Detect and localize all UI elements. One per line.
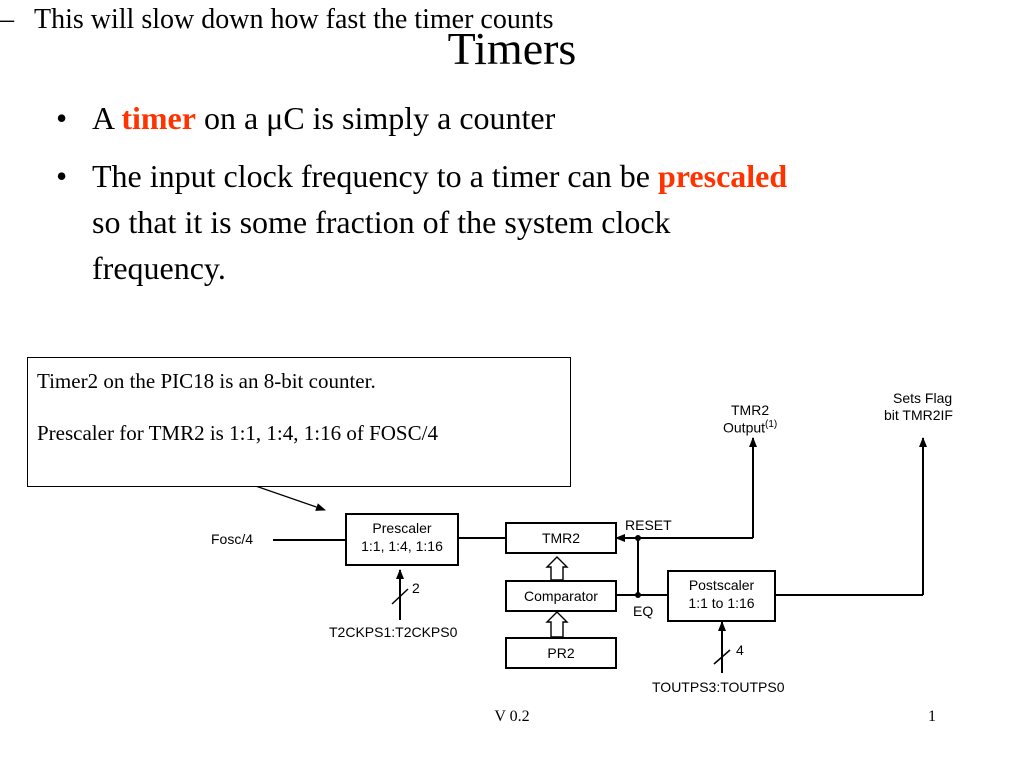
fosc-input-label: Fosc/4 — [211, 531, 254, 547]
pr2-register: PR2 — [505, 637, 617, 669]
junction-dot — [635, 535, 641, 541]
sub-bullet-text: This will slow down how fast the timer c… — [34, 4, 554, 35]
eq-label: EQ — [633, 603, 654, 619]
footer-version: V 0.2 — [494, 708, 530, 725]
footnote-marker: (1) — [765, 419, 778, 430]
bullet-text-part: A — [92, 100, 122, 136]
junction-dot — [635, 592, 641, 598]
prescaler-title: Prescaler — [372, 520, 432, 536]
bullet-text-part: The input clock frequency to a timer can… — [92, 158, 658, 194]
tmr2-register: TMR2 — [505, 522, 617, 554]
prescaler-block: Prescaler 1:1, 1:4, 1:16 — [345, 513, 459, 566]
bullet-text: A timer on a μC is simply a counter — [92, 95, 555, 141]
bus-width-slash — [391, 588, 409, 605]
bullet-text-part: on a μC is simply a counter — [195, 100, 556, 136]
bullet-marker: • — [56, 100, 68, 136]
postscaler-select-label: TOUTPS3:TOUTPS0 — [652, 679, 785, 695]
sub-bullet-item: – This will slow down how fast the timer… — [0, 0, 800, 40]
postscaler-ratios: 1:1 to 1:16 — [688, 595, 755, 611]
prescaler-ratios: 1:1, 1:4, 1:16 — [361, 538, 443, 554]
pr2-to-comparator-arrow — [545, 611, 569, 638]
slide-title: Timers — [447, 23, 577, 74]
tmr2-output-text: Output — [723, 419, 766, 436]
bullet-text-part: frequency. — [92, 250, 226, 286]
bus-width-slash — [713, 649, 731, 665]
highlight-word-timer: timer — [121, 100, 196, 136]
sub-bullet-marker: – — [0, 4, 14, 35]
postscaler-block: Postscaler 1:1 to 1:16 — [667, 570, 776, 622]
bullet-marker: • — [56, 158, 68, 194]
bullet-item: • The input clock frequency to a timer c… — [56, 153, 976, 293]
tmr2-to-comparator-arrow — [545, 556, 569, 581]
flag-label-line2: bit TMR2IF — [884, 407, 953, 423]
postscaler-title: Postscaler — [688, 577, 755, 593]
bullet-text-part: so that it is some fraction of the syste… — [92, 204, 671, 240]
bullet-text: The input clock frequency to a timer can… — [92, 153, 972, 291]
prescaler-select-label: T2CKPS1:T2CKPS0 — [329, 624, 458, 640]
reset-label: RESET — [625, 517, 672, 533]
prescaler-bus-width: 2 — [412, 580, 420, 596]
callout-text: Prescaler for TMR2 is 1:1, 1:4, 1:16 of … — [37, 421, 438, 445]
tmr2-output-label-line1: TMR2 — [731, 402, 770, 418]
bullet-item: • A timer on a μC is simply a counter — [56, 95, 976, 141]
flag-label-line1: Sets Flag — [893, 390, 953, 406]
comparator-block: Comparator — [505, 580, 617, 612]
page-number: 1 — [928, 708, 936, 725]
tmr2-output-label-line2: Output(1) — [723, 417, 777, 436]
highlight-word-prescaled: prescaled — [657, 158, 788, 194]
callout-box: Timer2 on the PIC18 is an 8-bit counter.… — [27, 357, 571, 487]
callout-text: Timer2 on the PIC18 is an 8-bit counter. — [37, 369, 376, 393]
postscaler-bus-width: 4 — [736, 642, 744, 658]
